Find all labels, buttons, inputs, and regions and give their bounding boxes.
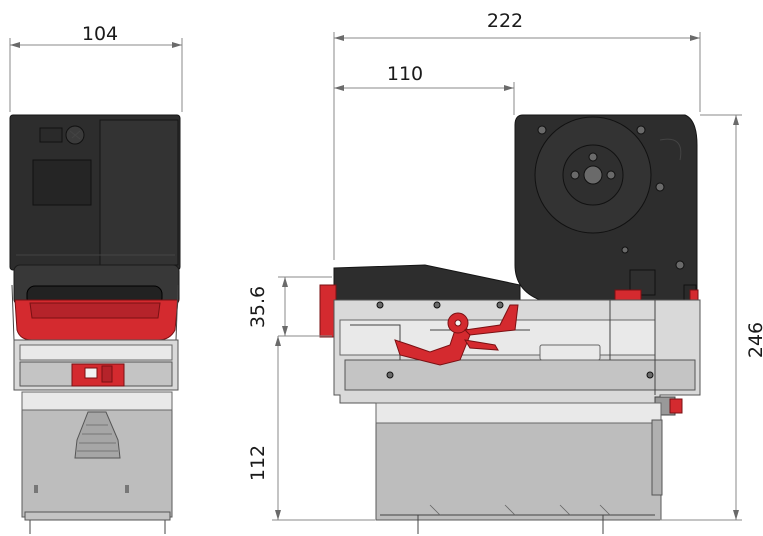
dimension-side-front-section: 110 [334, 63, 515, 115]
side-front-section-label: 110 [387, 63, 423, 85]
side-red-mechanism [394, 304, 519, 366]
dimension-side-total-width: 222 [333, 10, 701, 260]
dimension-total-height: 246 [660, 114, 763, 521]
total-height-label: 246 [745, 322, 763, 358]
front-cable-port [74, 411, 121, 459]
dimension-base-height: 112 [247, 336, 375, 521]
front-view [9, 114, 181, 534]
dimension-front-lip-height: 35.6 [247, 276, 332, 337]
dimension-front-width: 104 [9, 23, 183, 112]
front-lip-height-label: 35.6 [247, 286, 269, 328]
front-width-label: 104 [82, 23, 118, 45]
side-view [319, 114, 701, 534]
front-red-latch [71, 363, 125, 387]
side-front-lip [333, 264, 521, 301]
front-label-panel [32, 159, 92, 206]
side-total-width-label: 222 [487, 10, 523, 32]
base-height-label: 112 [247, 445, 269, 481]
